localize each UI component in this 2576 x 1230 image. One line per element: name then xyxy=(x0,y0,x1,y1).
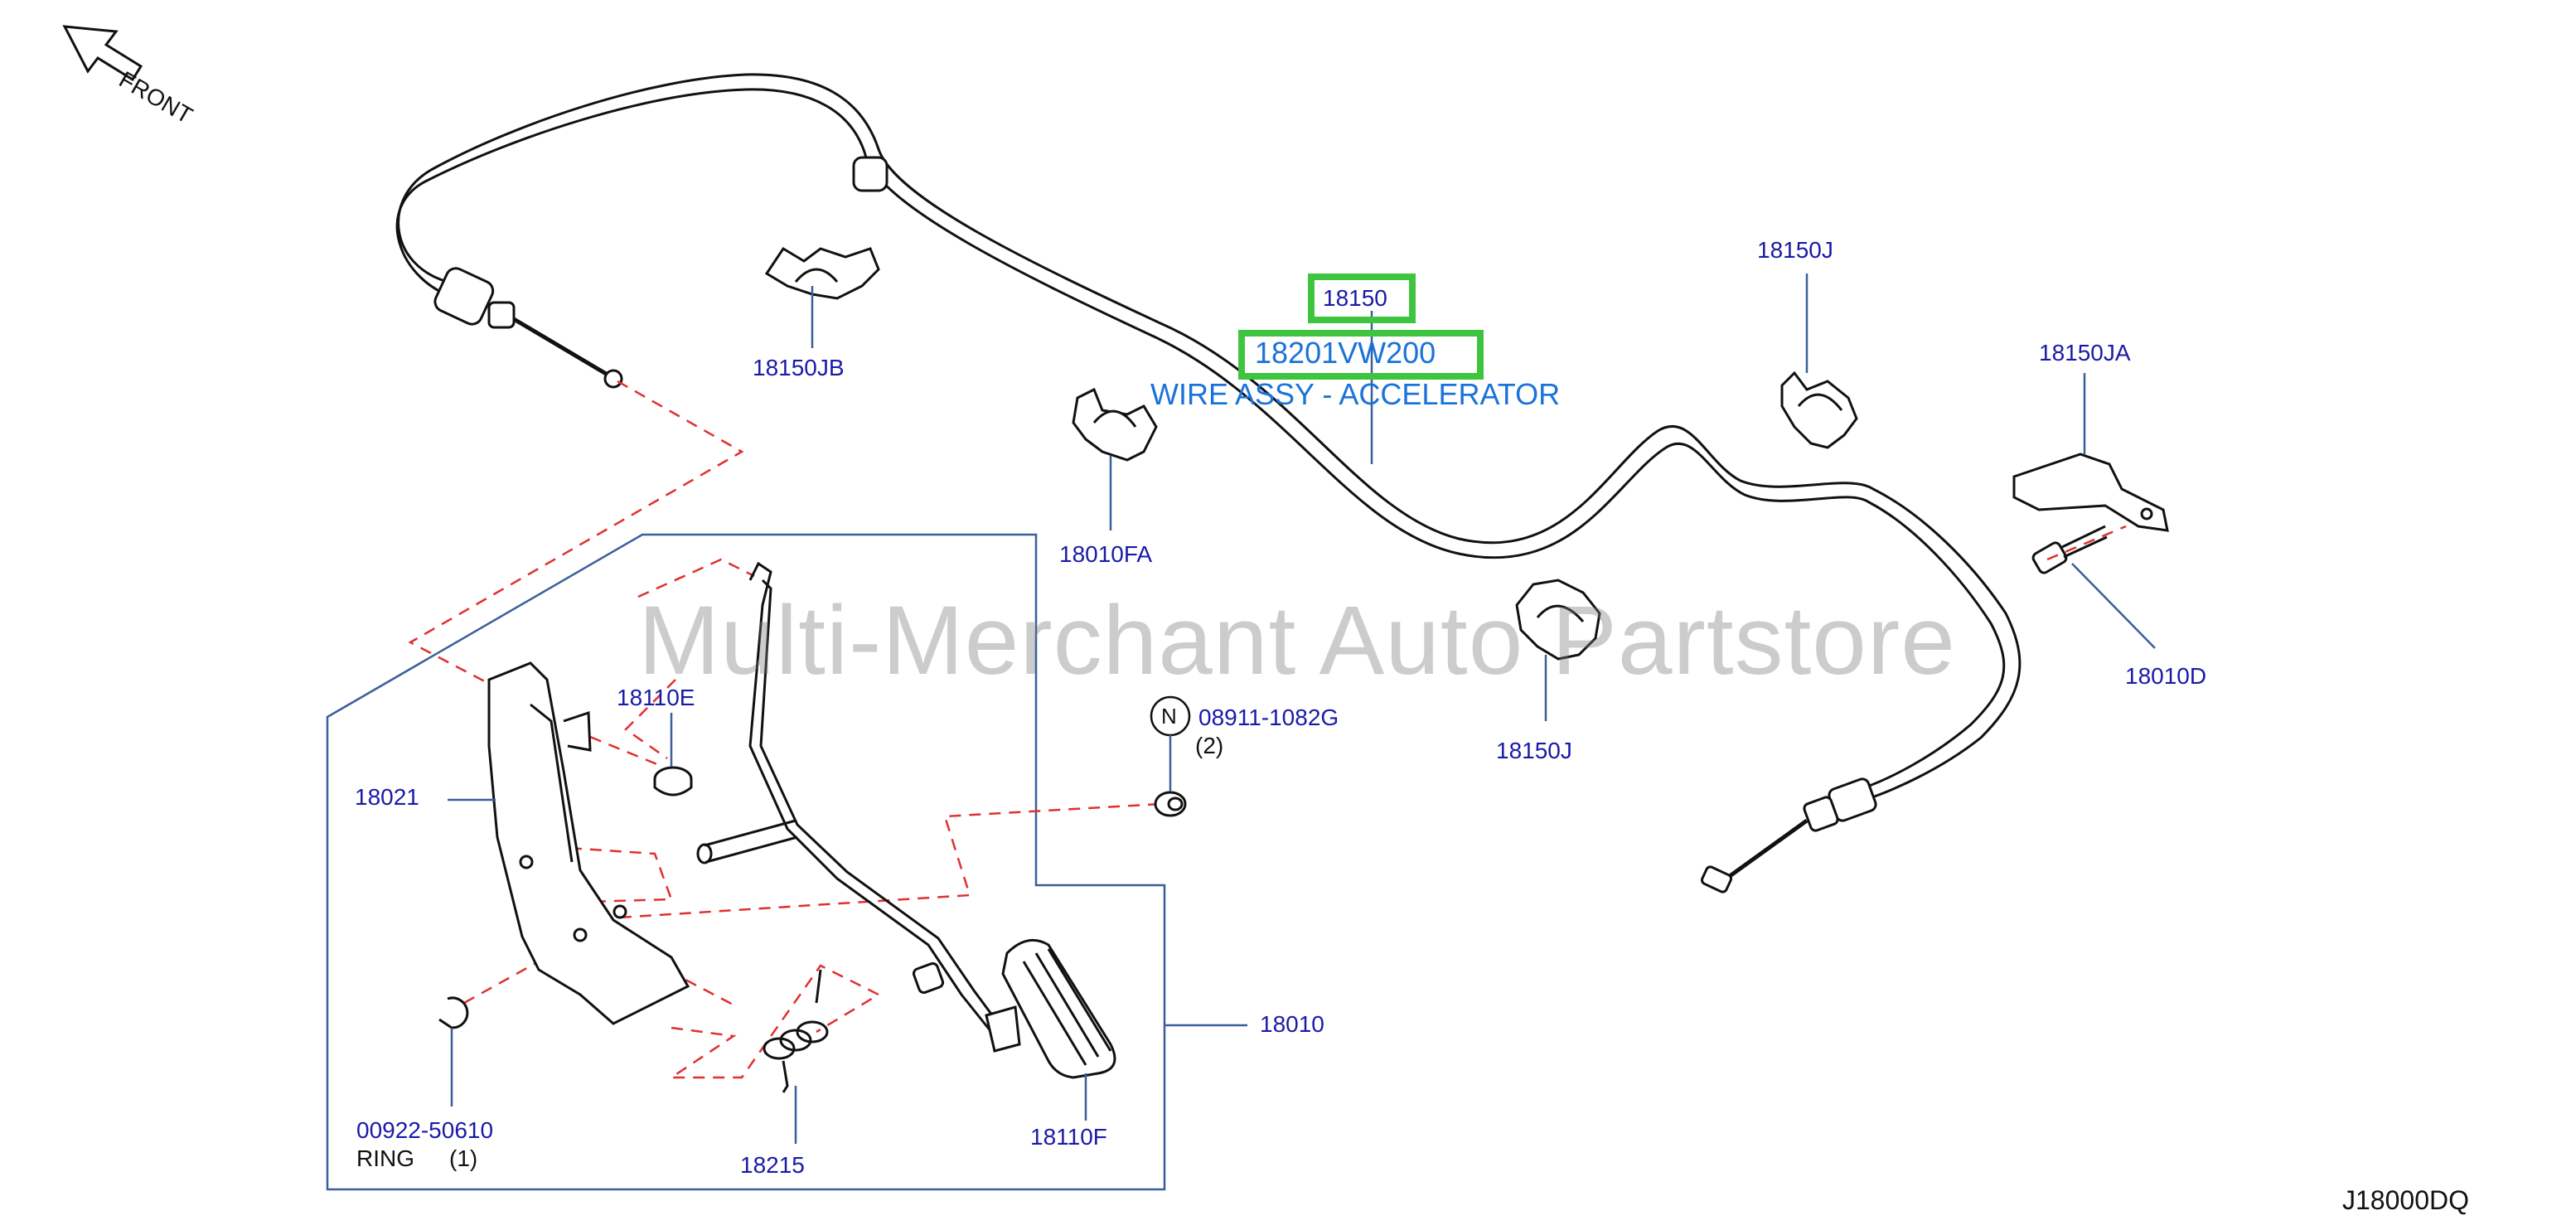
front-arrow-icon xyxy=(62,25,143,82)
assembly-frame xyxy=(326,533,1166,1191)
stopper-18110E-icon xyxy=(653,766,693,797)
part-description: WIRE ASSY - ACCELERATOR xyxy=(1150,377,1561,411)
pedal-arm-icon xyxy=(696,561,1021,1053)
part-label-18150JA[interactable]: 18150JA xyxy=(2039,340,2131,366)
part-label-18150JB[interactable]: 18150JB xyxy=(753,355,845,380)
highlight-box-part-code xyxy=(1238,330,1484,380)
spring-18215-icon xyxy=(763,969,829,1093)
leader-lines xyxy=(448,274,2156,1144)
part-label-18010FA[interactable]: 18010FA xyxy=(1059,541,1153,567)
part-label-08911-1082G[interactable]: 08911-1082G xyxy=(1198,705,1339,730)
part-label-18110E[interactable]: 18110E xyxy=(617,685,695,710)
part-label-18215[interactable]: 18215 xyxy=(740,1152,805,1178)
part-qty-08911: (2) xyxy=(1195,733,1224,758)
clip-18150J-bottom-icon xyxy=(1515,579,1601,661)
watermark: Multi-Merchant Auto Partstore xyxy=(638,586,1956,695)
part-label-18150J-bottom[interactable]: 18150J xyxy=(1496,738,1572,763)
clip-18010FA-icon xyxy=(1072,387,1158,462)
ring-qty: (1) xyxy=(449,1145,478,1171)
nut-symbol: N xyxy=(1161,704,1177,729)
part-code-18201VW200[interactable]: 18201VW200 xyxy=(1255,336,1436,370)
pedal-pad-icon xyxy=(1001,938,1116,1079)
part-label-00922-50610[interactable]: 00922-50610 xyxy=(356,1117,494,1143)
part-label-18150J-top[interactable]: 18150J xyxy=(1757,237,1833,263)
diagram-code: J18000DQ xyxy=(2342,1185,2469,1215)
part-label-18021[interactable]: 18021 xyxy=(355,784,419,810)
part-label-18010[interactable]: 18010 xyxy=(1260,1011,1324,1037)
nut-icon xyxy=(1154,791,1187,817)
part-label-18010D[interactable]: 18010D xyxy=(2125,663,2207,689)
part-label-18110F[interactable]: 18110F xyxy=(1030,1124,1107,1150)
bracket-18150JA-icon xyxy=(2012,453,2169,532)
ring-label: RING xyxy=(356,1145,414,1171)
e-ring-icon xyxy=(438,996,469,1029)
part-number-18150[interactable]: 18150 xyxy=(1323,285,1387,311)
clip-18150J-top-icon xyxy=(1780,370,1858,449)
accelerator-cable xyxy=(395,73,2022,893)
pedal-bracket-icon xyxy=(487,661,690,1025)
highlight-box-part-number xyxy=(1308,274,1416,323)
clip-18150JB-icon xyxy=(764,246,880,300)
